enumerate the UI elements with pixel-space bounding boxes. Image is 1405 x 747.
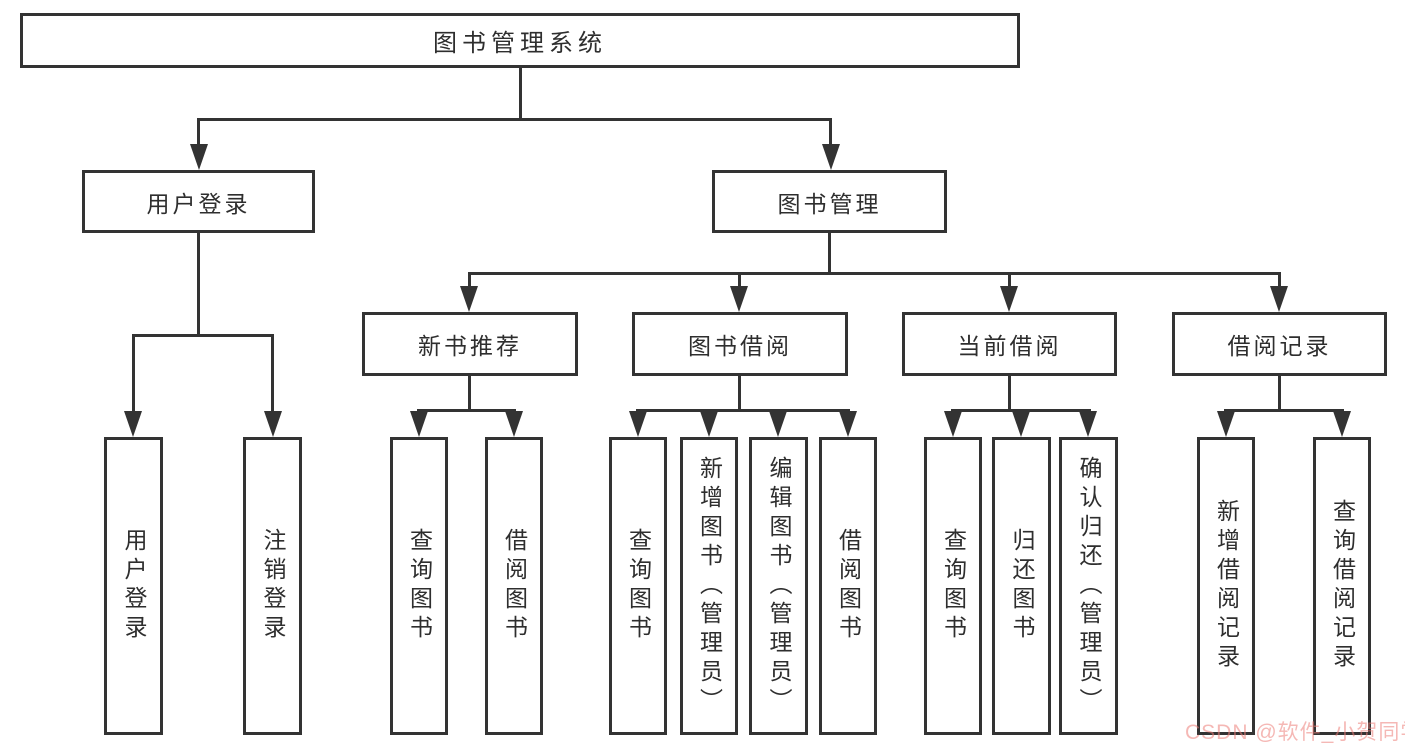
- arrowhead-down: [264, 411, 282, 437]
- csdn-watermark: CSDN @软件_小贺同学: [1185, 721, 1405, 744]
- node-user-login: 用户登录: [82, 170, 315, 233]
- arrowhead-down: [730, 286, 748, 312]
- node-leaf-add-borrow-record: 新增借阅记录: [1197, 437, 1255, 735]
- arrowhead-down: [769, 411, 787, 437]
- arrowhead-down: [1012, 411, 1030, 437]
- node-borrowing-records: 借阅记录: [1172, 312, 1387, 376]
- arrowhead-down: [190, 144, 208, 170]
- connector-drop: [1008, 272, 1011, 288]
- arrowhead-down: [1333, 411, 1351, 437]
- connector-drop: [197, 118, 200, 148]
- node-book-borrowing: 图书借阅: [632, 312, 848, 376]
- connector-drop: [738, 272, 741, 288]
- node-new-book-recommendation: 新书推荐: [362, 312, 578, 376]
- connector-stem: [738, 376, 741, 411]
- node-current-borrowing: 当前借阅: [902, 312, 1117, 376]
- arrowhead-down: [839, 411, 857, 437]
- connector-stem: [1278, 376, 1281, 411]
- node-leaf-user-login: 用户登录: [104, 437, 163, 735]
- node-leaf-edit-book-admin: 编辑图书（管理员）: [749, 437, 808, 735]
- node-leaf-query-books-1: 查询图书: [390, 437, 448, 735]
- connector-drop: [468, 272, 471, 288]
- connector-bar: [951, 409, 1091, 412]
- arrowhead-down: [124, 411, 142, 437]
- connector-drop: [271, 334, 274, 414]
- node-leaf-return-books: 归还图书: [992, 437, 1051, 735]
- arrowhead-down: [1270, 286, 1288, 312]
- node-leaf-query-borrow-record: 查询借阅记录: [1313, 437, 1371, 735]
- connector-bar: [132, 334, 274, 337]
- node-leaf-borrow-books-1: 借阅图书: [485, 437, 543, 735]
- arrowhead-down: [460, 286, 478, 312]
- connector-root-stem: [519, 68, 522, 120]
- arrowhead-down: [410, 411, 428, 437]
- node-leaf-add-book-admin: 新增图书（管理员）: [680, 437, 738, 735]
- connector-stem: [1008, 376, 1011, 411]
- connector-stem: [468, 376, 471, 411]
- arrowhead-down: [629, 411, 647, 437]
- arrowhead-down: [700, 411, 718, 437]
- arrowhead-down: [505, 411, 523, 437]
- connector-bar: [1224, 409, 1344, 412]
- connector-stem: [197, 233, 200, 336]
- arrowhead-down: [1217, 411, 1235, 437]
- node-library-management-system: 图书管理系统: [20, 13, 1020, 68]
- connector-drop: [829, 118, 832, 148]
- connector-root-bar: [197, 118, 832, 121]
- arrowhead-down: [1079, 411, 1097, 437]
- connector-bar: [636, 409, 850, 412]
- arrowhead-down: [1000, 286, 1018, 312]
- arrowhead-down: [944, 411, 962, 437]
- node-leaf-query-books-3: 查询图书: [924, 437, 982, 735]
- connector-stem: [828, 233, 831, 274]
- node-book-management: 图书管理: [712, 170, 947, 233]
- node-leaf-borrow-books-2: 借阅图书: [819, 437, 877, 735]
- node-leaf-confirm-return-admin: 确认归还（管理员）: [1059, 437, 1118, 735]
- connector-bar: [468, 272, 1281, 275]
- arrowhead-down: [822, 144, 840, 170]
- connector-drop: [132, 334, 135, 414]
- node-leaf-logout: 注销登录: [243, 437, 302, 735]
- connector-drop: [1278, 272, 1281, 288]
- node-leaf-query-books-2: 查询图书: [609, 437, 667, 735]
- connector-bar: [417, 409, 516, 412]
